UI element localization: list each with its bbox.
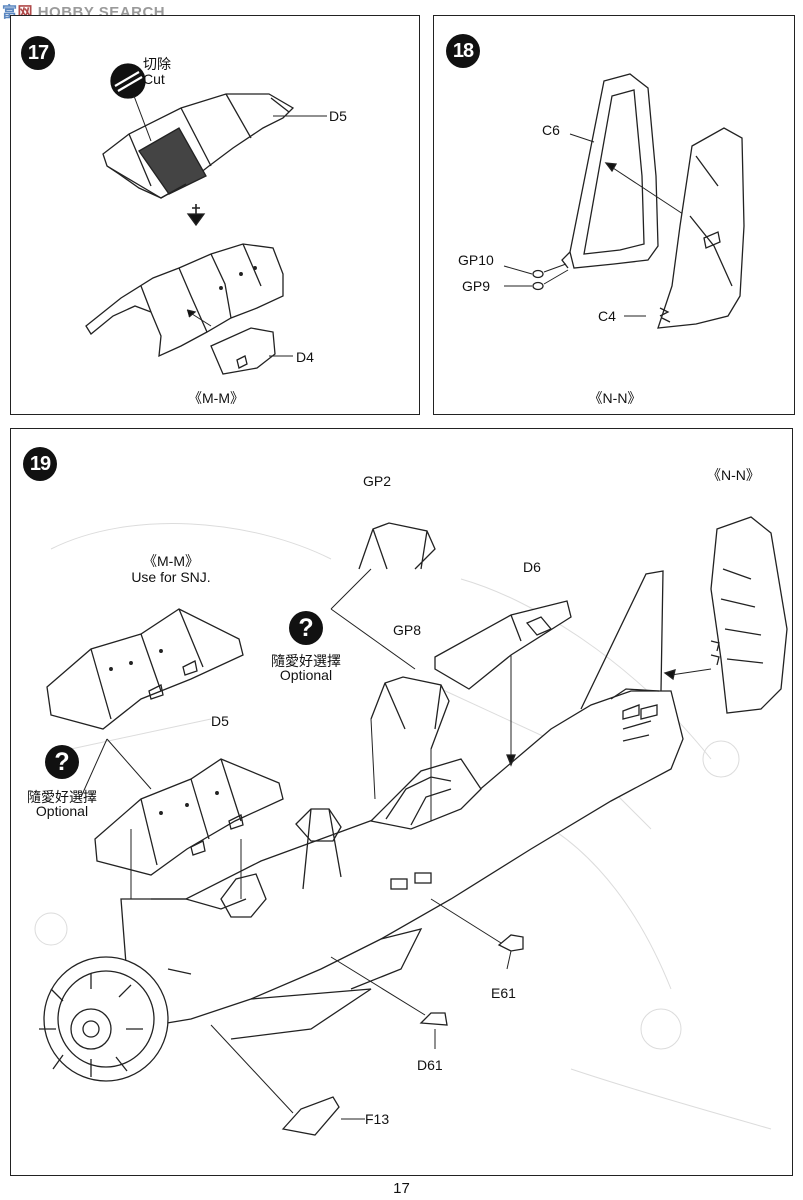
step-19-panel: 19 《M-M》 Use for SNJ. GP2 D6 GP8 D5 《N-N… xyxy=(10,428,793,1176)
optional-en-label-2: Optional xyxy=(35,803,89,819)
part-e61-drawing xyxy=(497,934,524,952)
down-arrow-icon xyxy=(186,204,206,227)
canopy-gp2-drawing xyxy=(358,522,436,570)
rudder-nn-drawing xyxy=(710,516,788,714)
mm-label: 《M-M》 xyxy=(143,553,199,569)
part-label-c4: C4 xyxy=(598,308,616,324)
step-18-panel: 18 C6 GP10 GP9 C4 《N-N》 xyxy=(433,15,795,415)
part-d4-drawing xyxy=(210,327,276,375)
assembly-leader-lines xyxy=(80,568,712,1120)
nn-label: 《N-N》 xyxy=(707,467,760,483)
step-17-panel: 17 切除 Cut D5 D4 《M-M》 xyxy=(10,15,420,415)
part-gp9-drawing xyxy=(532,281,544,291)
engine-cylinders xyxy=(39,974,143,1077)
part-gp10-drawing xyxy=(532,269,544,279)
part-label-d61: D61 xyxy=(417,1057,443,1073)
part-label-e61: E61 xyxy=(491,985,516,1001)
part-label-d5: D5 xyxy=(211,713,229,729)
step-17-badge: 17 xyxy=(21,36,55,70)
part-label-d6: D6 xyxy=(523,559,541,575)
part-label-gp8: GP8 xyxy=(393,622,422,638)
fuselage-drawing xyxy=(39,570,684,1082)
question-icon: ? xyxy=(289,611,323,645)
step-18-drawing xyxy=(503,73,745,329)
part-f13-drawing xyxy=(281,1096,340,1136)
cowling-d5-drawing xyxy=(94,758,284,876)
part-c6-drawing xyxy=(561,73,659,269)
cowling-mm-drawing xyxy=(46,608,244,730)
part-label-d4: D4 xyxy=(296,349,314,365)
part-label-f13: F13 xyxy=(365,1111,390,1127)
step-18-caption: 《N-N》 xyxy=(588,390,642,406)
part-label-c6: C6 xyxy=(542,122,560,138)
canopy-gp8-drawing xyxy=(370,676,450,750)
optional-cn-label-1: 隨愛好選擇 xyxy=(271,653,341,669)
part-label-gp2: GP2 xyxy=(363,473,392,489)
part-label-gp10: GP10 xyxy=(458,252,494,268)
question-icon: ? xyxy=(45,745,79,779)
optional-cn-label-2: 隨愛好選擇 xyxy=(27,789,97,805)
part-c4-drawing xyxy=(657,127,745,329)
part-d5-drawing xyxy=(102,93,295,199)
use-for-snj-label: Use for SNJ. xyxy=(131,569,211,585)
page-number: 17 xyxy=(393,1180,410,1197)
step-19-drawing xyxy=(34,516,788,1136)
part-d6-drawing xyxy=(434,600,572,690)
step-19-badge: 19 xyxy=(23,447,57,481)
step-18-badge: 18 xyxy=(446,34,480,68)
step-17-caption: 《M-M》 xyxy=(188,390,244,406)
part-d61-drawing xyxy=(419,1012,448,1026)
optional-en-label-1: Optional xyxy=(279,667,333,683)
cut-label-cn: 切除 xyxy=(143,56,171,72)
step-17-drawing xyxy=(85,63,327,375)
cut-label-en: Cut xyxy=(143,71,165,87)
cut-icon xyxy=(110,63,146,99)
part-label-gp9: GP9 xyxy=(462,278,491,294)
part-label-d5: D5 xyxy=(329,108,347,124)
